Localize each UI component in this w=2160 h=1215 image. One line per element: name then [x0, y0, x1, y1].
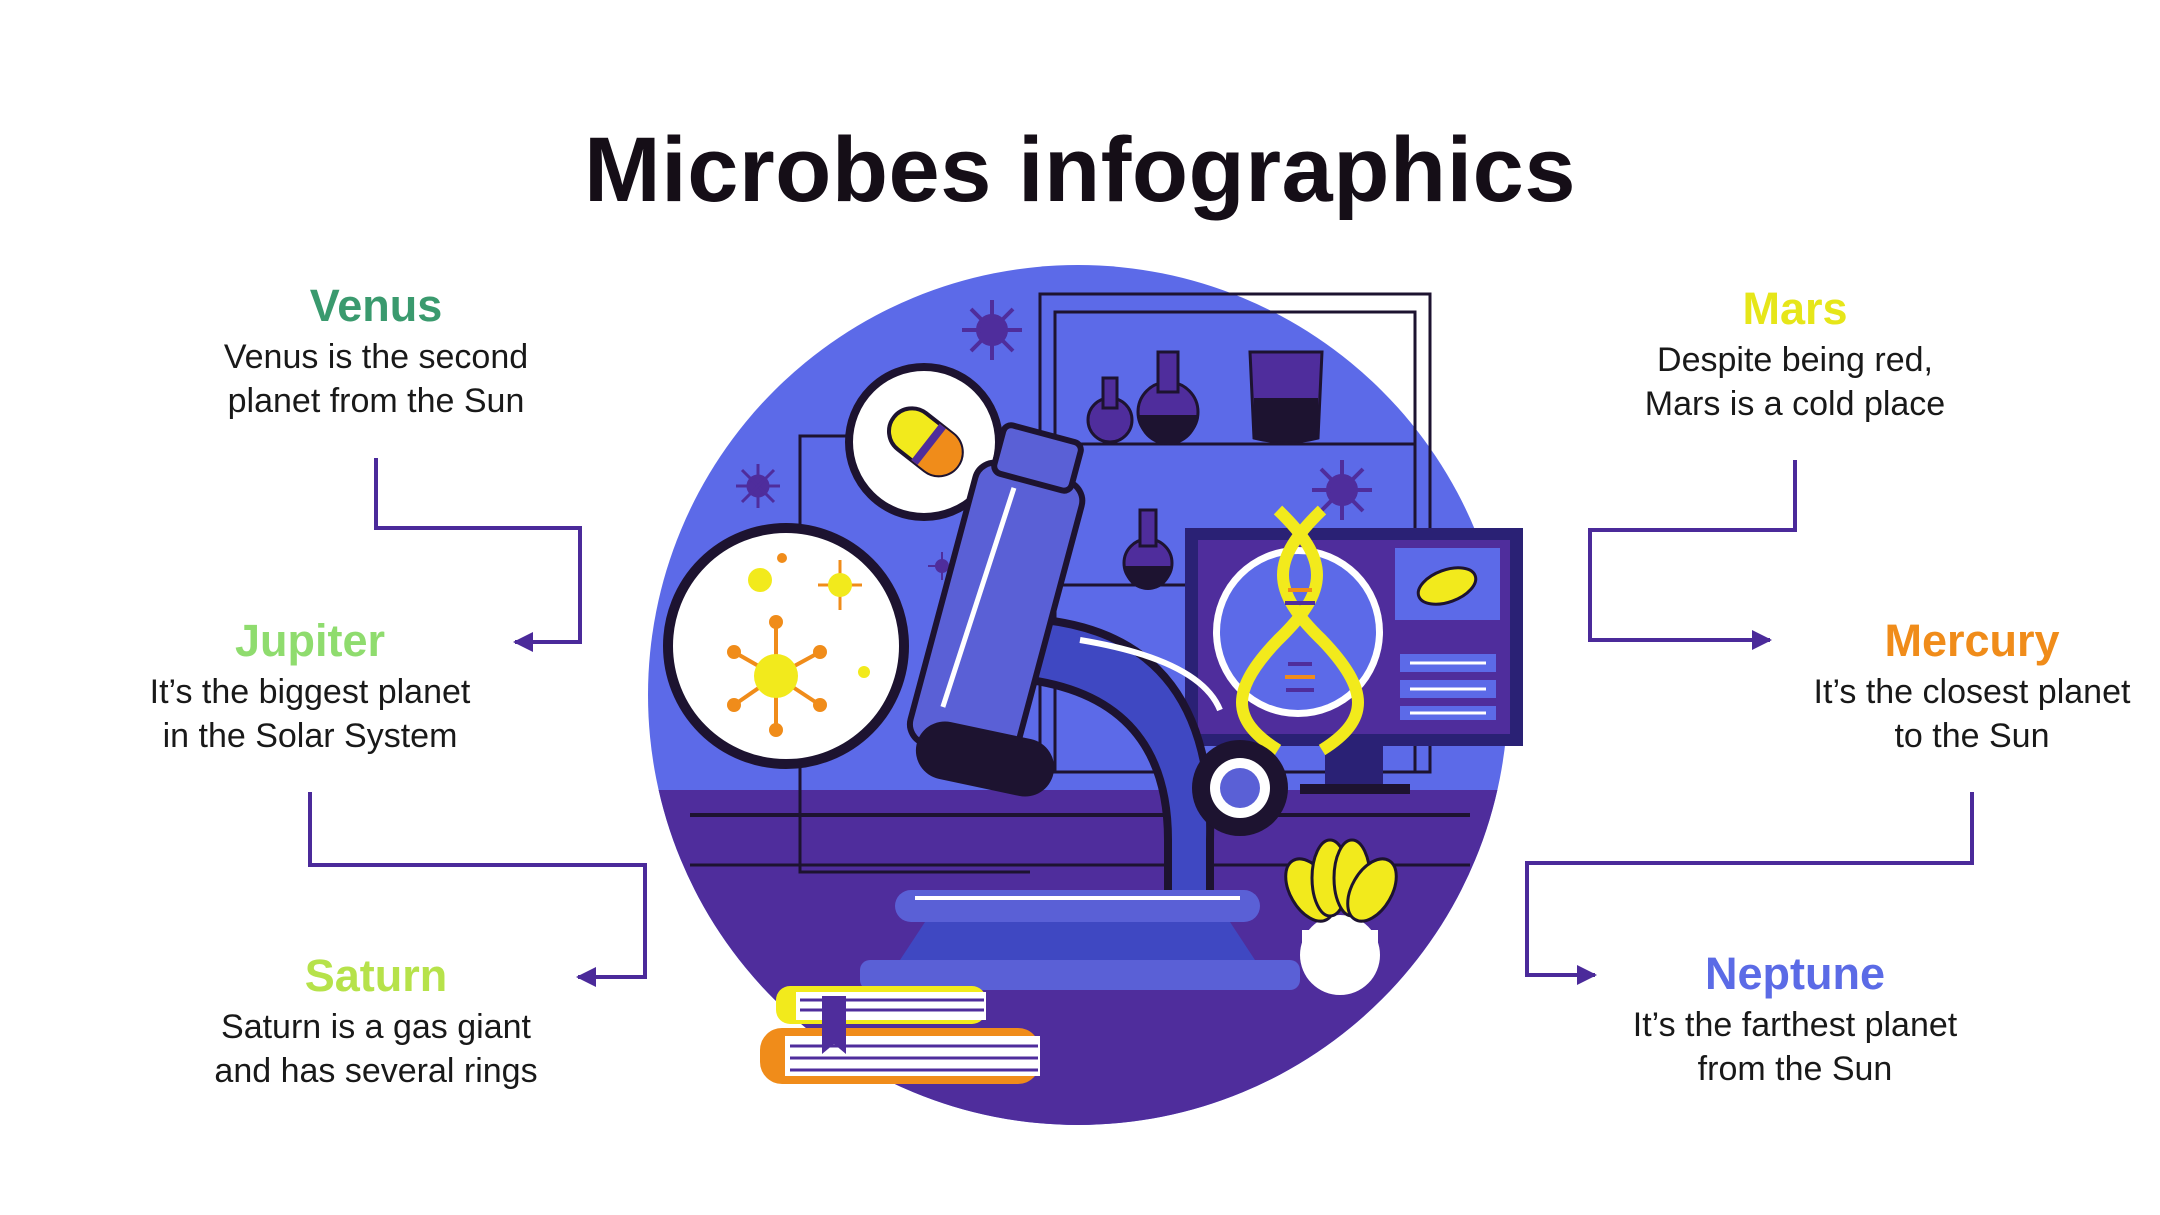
microbe-dot-1 — [748, 568, 772, 592]
connector-mars-mercury — [1588, 460, 1797, 650]
saturn-desc-line-1: Saturn is a gas giant — [221, 1008, 531, 1046]
mars-desc-line-1: Despite being red, — [1657, 341, 1933, 379]
left-connectors — [308, 458, 647, 987]
page-title: Microbes infographics — [584, 119, 1576, 221]
mercury-desc-line-1: It’s the closest planet — [1813, 673, 2131, 711]
dna-icon — [1236, 505, 1364, 756]
venus-block: Venus Venus is the second planet from th… — [176, 277, 576, 423]
jupiter-desc-line-2: in the Solar System — [162, 717, 458, 755]
mars-title: Mars — [1742, 283, 1848, 334]
microbe-bubble — [663, 523, 909, 769]
connector-venus-jupiter — [374, 458, 582, 652]
dna-rungs — [1285, 588, 1315, 692]
beaker — [1248, 350, 1324, 444]
neptune-block: Neptune It’s the farthest planet from th… — [1595, 945, 1995, 1091]
microbe-large — [727, 615, 827, 737]
virus-icon-left — [736, 464, 780, 508]
mercury-desc-line-2: to the Sun — [1894, 717, 2050, 755]
mars-block: Mars Despite being red, Mars is a cold p… — [1595, 280, 1995, 426]
neptune-desc-line-1: It’s the farthest planet — [1632, 1006, 1958, 1044]
pill-bubble — [845, 363, 1003, 521]
mars-desc-line-2: Mars is a cold place — [1644, 385, 1946, 423]
microbe-small — [818, 560, 862, 610]
flask-3 — [1122, 508, 1174, 590]
saturn-desc-line-2: and has several rings — [214, 1052, 538, 1090]
microbe-dot-3 — [777, 553, 787, 563]
jupiter-desc-line-1: It’s the biggest planet — [149, 673, 471, 711]
leaf-icon — [1416, 566, 1478, 606]
cable-lines — [798, 434, 1030, 874]
plant-icon — [1284, 838, 1398, 995]
books-icon — [760, 986, 1040, 1084]
flask-2 — [1136, 350, 1200, 445]
neptune-title: Neptune — [1705, 948, 1885, 999]
venus-title: Venus — [309, 280, 443, 331]
bookmark-icon — [822, 996, 846, 1054]
saturn-block: Saturn Saturn is a gas giant and has sev… — [176, 947, 576, 1093]
venus-desc-line-2: planet from the Sun — [227, 382, 525, 420]
virus-icon-top — [962, 300, 1022, 360]
venus-desc-line-1: Venus is the second — [223, 338, 529, 376]
mercury-title: Mercury — [1884, 615, 2060, 666]
virus-icon-right — [1312, 460, 1372, 520]
mercury-block: Mercury It’s the closest planet to the S… — [1772, 612, 2160, 758]
monitor — [1185, 505, 1523, 794]
microscope-icon — [860, 422, 1300, 990]
saturn-title: Saturn — [304, 950, 448, 1001]
pill-icon — [887, 406, 964, 478]
jupiter-title: Jupiter — [234, 615, 386, 666]
connector-jupiter-saturn — [308, 792, 647, 987]
neptune-desc-line-2: from the Sun — [1697, 1050, 1893, 1088]
jupiter-block: Jupiter It’s the biggest planet in the S… — [110, 612, 510, 758]
flask-1 — [1086, 376, 1134, 444]
connector-mercury-neptune — [1525, 792, 1974, 985]
right-connectors — [1525, 460, 1974, 985]
microbe-dot-2 — [858, 666, 870, 678]
